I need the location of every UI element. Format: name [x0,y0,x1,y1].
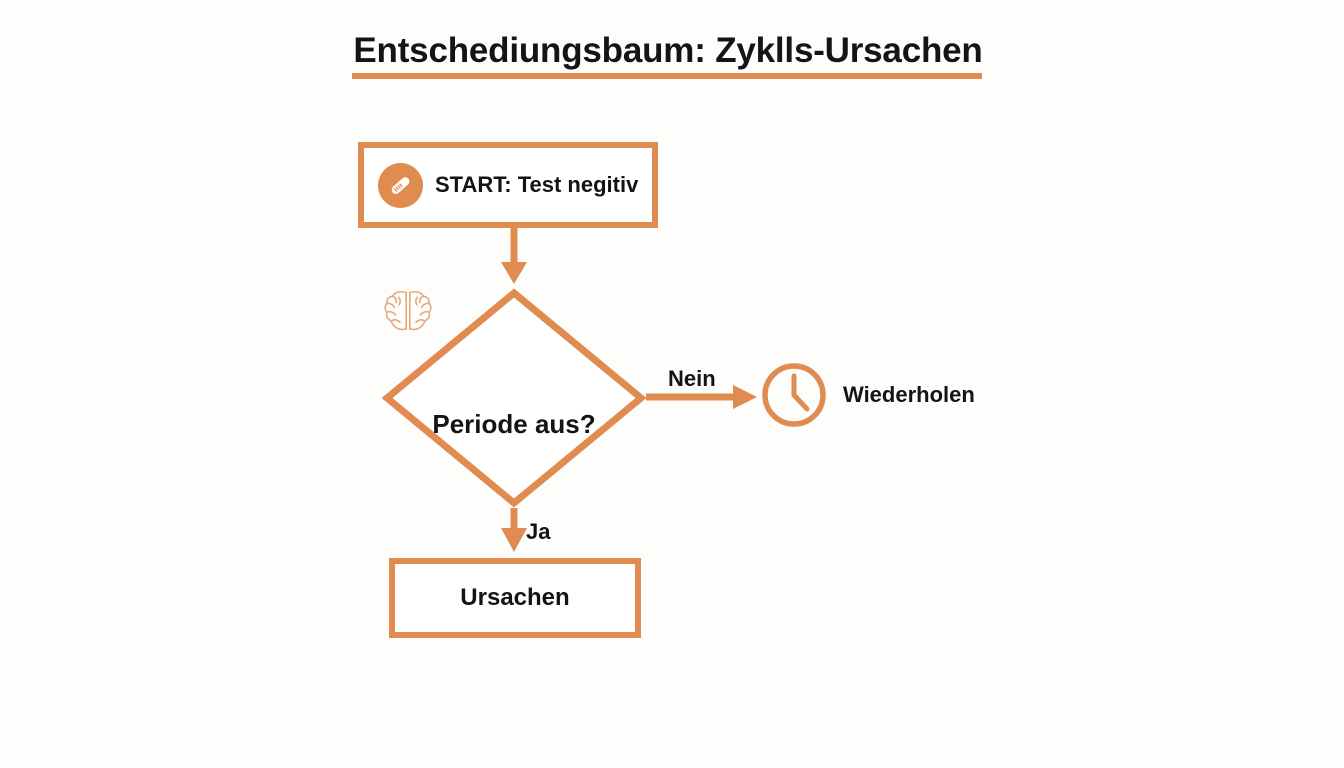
node-repeat[interactable]: Wiederholen [760,361,975,429]
node-repeat-label: Wiederholen [843,382,975,407]
node-start-label: START: Test negitiv [435,172,639,197]
brain-icon [384,290,540,403]
node-decision-content: Periode aus? [382,288,646,508]
node-result-label: Ursachen [460,584,570,611]
clock-icon [760,361,828,429]
edge-label-yes: Ja [526,519,551,544]
page-title: Entschediungsbaum: Zyklls-Ursachen [353,31,983,70]
node-result[interactable]: Ursachen [389,558,641,638]
edge-label-no: Nein [668,366,716,391]
node-start[interactable]: START: Test negitiv [358,142,658,228]
node-decision-label: Periode aus? [432,408,596,439]
title-block: Entschediungsbaum: Zyklls-Ursachen [352,30,984,79]
pregnancy-test-icon [378,162,423,208]
node-decision[interactable]: Periode aus? [382,288,646,508]
title-underline [352,73,982,79]
